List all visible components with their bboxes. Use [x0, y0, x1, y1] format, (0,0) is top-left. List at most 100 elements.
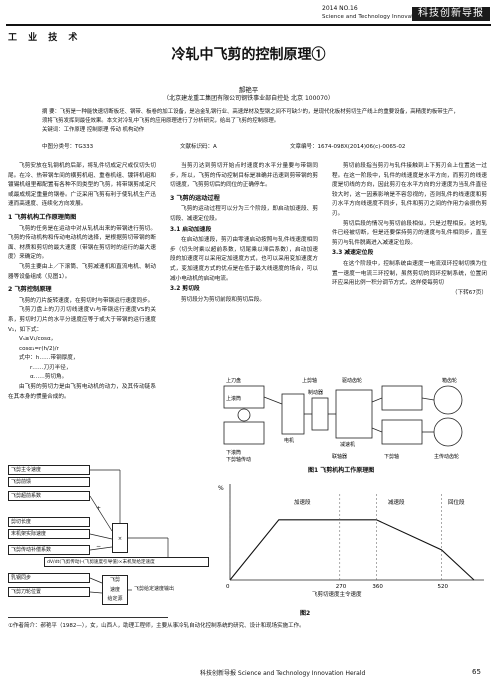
- formula: 式中：h……带钢厚度，: [19, 355, 79, 362]
- paragraph: 剪切前段指当剪刃与轧件接触到上下剪刃合上位置这一过程。在这一阶段中，轧件的线速度…: [332, 163, 487, 217]
- gear-wheel-shape: [433, 385, 463, 415]
- journal-name-en: Science and Technology Innovation Herald: [322, 14, 443, 20]
- upper-gear-shape: [381, 385, 423, 411]
- region-decel: 减速段: [388, 498, 405, 506]
- heading-2: 2 飞剪控制原理: [8, 286, 52, 294]
- figure-1-diagram: 上刀盘 驱动齿轮 箱齿轮 上剪轴 上滚筒 电机 制动器 减速机 下滚筒 下剪轴传…: [223, 377, 463, 463]
- box-speed-source-line: 给定源: [107, 596, 123, 602]
- label-lower-drum: 下滚筒: [226, 449, 241, 456]
- journal-badge: 科技创新导报: [412, 7, 490, 21]
- x-tick-label: 520: [437, 584, 448, 590]
- paragraph: 剪切后段的情况与剪切前段相似，只是过程相反。这时轧件已经被切断，但是还要保持剪刃…: [332, 220, 487, 246]
- label-lower-shaft-drive: 下剪轴传动: [226, 456, 251, 463]
- cutter-disc-shape: [237, 408, 251, 422]
- label-lower-shaft: 下剪轴: [384, 453, 399, 460]
- footer-journal: 科技创新导报 Science and Technology Innovation…: [200, 670, 366, 677]
- heading-3: 3 飞剪的运动过程: [170, 194, 220, 202]
- label-speed-output: 飞剪给定速度输出: [134, 586, 175, 592]
- box-master-speed: 飞剪主令速度: [8, 465, 90, 475]
- author: 郝艳平: [238, 86, 259, 94]
- lower-gear-shape: [381, 419, 423, 445]
- abstract: 摘 要：飞剪是一种能快速切断板坯、钢带、板卷的加工设备，是冶金轧钢行业、高速焊材…: [42, 109, 459, 124]
- article-number: 文章编号：1674-098X(2014)06(c)-0065-02: [290, 144, 406, 150]
- label-box-gear: 箱齿轮: [442, 377, 457, 384]
- x-tick-label: 270: [336, 584, 347, 590]
- heading-3-1: 3.1 启动加速段: [170, 226, 212, 233]
- motor-shape: [281, 393, 305, 435]
- brake-shape: [311, 397, 329, 431]
- label-brake: 制动器: [308, 389, 323, 396]
- box-strip-sync: 乳钢同步: [8, 573, 90, 583]
- header-rule: [6, 24, 491, 26]
- gear-wheel-shape: [433, 417, 463, 447]
- formula: α……剪切角。: [30, 374, 68, 381]
- multiplier-box: ×: [112, 523, 128, 553]
- label-drive-gear: 驱动齿轮: [342, 377, 362, 384]
- paragraph: 飞剪的任务是在运动中对从轧机出来的带钢进行剪切。飞剪的传动机构和传动电动机的选择…: [8, 225, 156, 261]
- box-lead-factor: 飞剪超前系数: [8, 491, 90, 501]
- box-speed-source: 飞剪 速度 给定源: [102, 575, 128, 605]
- x-axis-label: 飞剪切速度主令速度: [312, 590, 362, 598]
- box-cut-length: 剪切长度: [8, 517, 90, 527]
- label-reducer: 减速机: [340, 441, 355, 448]
- box-drive-compensation: 飞剪传动补偿系数: [8, 545, 90, 555]
- paragraph: 飞剪的运动过程可以分为三个阶段，即启动加速段、剪切段、减速定位段。: [170, 206, 318, 222]
- column-2: 当剪刃达到剪切开始点时速度的水平分量要与带钢同步，所以，飞剪的传动控制目标是准确…: [170, 162, 318, 305]
- label-upper-shaft: 上剪轴: [302, 377, 317, 384]
- label-upper-drum: 上滚筒: [226, 395, 241, 402]
- clc-number: 中图分类号：TG333: [42, 144, 94, 150]
- paragraph: 飞剪刀盘上的刀刃切线速度V₁与带钢运行速度VS的关系，剪切时刀片的水平分速度应等…: [8, 307, 156, 333]
- column-1: 飞剪安放在轧钢机的后部，将轧件切成定尺或仅切头切尾。在冷、热带钢车间的横剪机组、…: [8, 162, 156, 402]
- box-last-stand-speed: 末机架实际速度: [8, 529, 90, 539]
- block-diagram-wires: [89, 469, 169, 594]
- section-tag: 工 业 技 术: [8, 33, 82, 43]
- paragraph: 在这个阶段中，控制系统由速度一电流双环控制切换为位置一速度一电流三环控制，虽然剪…: [332, 260, 487, 287]
- article-title: 冷轧中飞剪的控制原理①: [171, 47, 326, 63]
- figure-2-caption: 图2: [300, 610, 311, 617]
- box-formula: dV/dt(飞剪传动)-(飞剪速度引导值)×末机架给定速度: [44, 557, 209, 567]
- label-motor: 电机: [284, 437, 294, 444]
- box-speed-source-line: 飞剪: [109, 577, 120, 583]
- keywords: 关键词：工作原理 控制原理 传动 机构动作: [42, 127, 145, 133]
- label-main-gear: 主传动齿轮: [434, 453, 459, 460]
- y-axis-label: %: [218, 485, 224, 492]
- heading-3-3: 3.3 减速定位段: [332, 250, 374, 257]
- column-3: 剪切前段指当剪刃与轧件接触到上下剪刃合上位置这一过程。在这一阶段中，轧件的线速度…: [332, 162, 487, 298]
- sum-minus: −: [96, 543, 102, 550]
- label-upper-cutter: 上刀盘: [226, 377, 241, 384]
- reducer-shape: [335, 389, 373, 439]
- sum-plus: +: [96, 505, 102, 512]
- lower-drum-shape: [223, 421, 265, 445]
- figure-2-block-diagram: 飞剪主令速度 飞剪前馈 飞剪超前系数 剪切长度 末机架实际速度 飞剪传动补偿系数…: [8, 465, 209, 605]
- page-number: 65: [472, 668, 481, 676]
- paragraph: 在启动加速段，剪刃由零速启动按照与轧件线速度相同步（切头时乘以超前系数，切尾乘以…: [170, 237, 318, 282]
- speed-profile-line: [229, 519, 475, 581]
- doc-code: 文献标识码：A: [180, 144, 217, 150]
- affiliation: （北京建龙重工集团有限公司钢铁事业部自控处 北京 100070）: [163, 95, 334, 102]
- formula: cosα₁=r(h/2)/r: [19, 345, 59, 352]
- paragraph: 飞剪的刀片旋转速度，在剪切时与带钢运行速度同步。: [19, 297, 154, 304]
- paragraph: 当剪刃达到剪切开始点时速度的水平分量要与带钢同步，所以，飞剪的传动控制目标是准确…: [170, 163, 318, 189]
- issue-number: 2014 NO.16: [322, 5, 358, 12]
- paragraph: 剪切段分为剪切前段和剪切后段。: [181, 296, 265, 303]
- heading-3-2: 3.2 剪切段: [170, 286, 200, 293]
- continued-note: （下转67页）: [451, 289, 487, 296]
- chart-series: [229, 519, 475, 581]
- heading-1: 1 飞剪机构工作原理简图: [8, 213, 77, 221]
- paragraph: 飞剪主要由上／下滚筒、飞剪减速机和直流电机、制动器等设备组成（见图1）。: [8, 263, 156, 280]
- footnote: ①作者简介：郝艳平（1982—），女，山西人，助理工程师，主要从事冷轧自动化控制…: [8, 623, 305, 629]
- box-feedforward: 飞剪前馈: [8, 477, 90, 487]
- label-coupling: 联轴器: [332, 453, 347, 460]
- box-speed-source-line: 速度: [109, 586, 120, 593]
- formula: Vₛ≥V₁/cosα，: [19, 336, 57, 343]
- abstract-block: 摘 要：飞剪是一种能快速切断板坯、钢带、板卷的加工设备，是冶金轧钢行业、高速焊材…: [42, 108, 462, 135]
- paragraph: 由飞剪的剪切力是由飞剪电动机的动力，及其传动链系在其本身的惯量合成的。: [8, 384, 156, 400]
- formula: r……刀刃半径，: [30, 364, 72, 371]
- x-tick-label: 0: [226, 584, 230, 590]
- region-accel: 加速段: [294, 498, 311, 506]
- box-cutter-position: 飞剪刀轮位置: [8, 587, 90, 597]
- footnote-rule: [8, 617, 168, 618]
- region-return: 回位段: [448, 498, 465, 506]
